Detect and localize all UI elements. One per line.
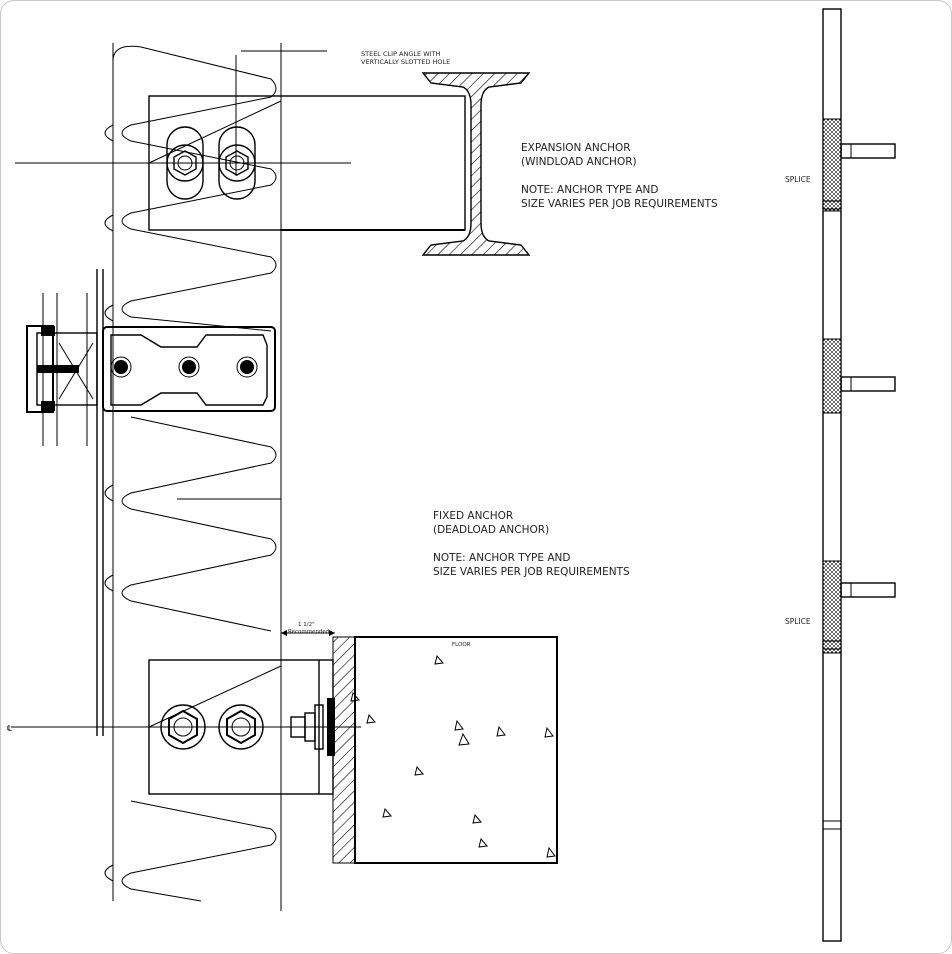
slotted-hole-right [218,126,256,200]
fixed-note-1: NOTE: ANCHOR TYPE AND [433,552,570,564]
upper-clip-angle [15,50,466,321]
concrete-floor-slab [332,636,558,864]
clip-angle-label-1: STEEL CLIP ANGLE WITH [361,50,441,58]
fixed-bolt-right [218,704,264,750]
fixed-anchor-label: FIXED ANCHOR [433,510,513,522]
clip-angle-label-2: VERTICALLY SLOTTED HOLE [361,58,450,66]
expansion-anchor-label: EXPANSION ANCHOR [521,142,631,154]
expansion-note-1: NOTE: ANCHOR TYPE AND [521,184,658,196]
splice-label-bottom: SPLICE [785,617,811,626]
floor-label: FLOOR [452,642,471,648]
mullion-elevation [822,8,896,942]
expansion-note-2: SIZE VARIES PER JOB REQUIREMENTS [521,198,718,210]
dimension-1-5in [281,630,335,636]
slotted-hole-left [166,126,204,200]
deadload-anchor-label: (DEADLOAD ANCHOR) [433,524,549,536]
fixed-note-2: SIZE VARIES PER JOB REQUIREMENTS [433,566,630,578]
i-beam [421,72,531,256]
centerline-symbol: ℄ [7,724,13,733]
windload-anchor-label: (WINDLOAD ANCHOR) [521,156,637,168]
dimension-note: Recommended [288,629,329,635]
insulation-panel [104,43,282,911]
dimension-value: 1 1/2" [298,622,315,628]
mullion-section [26,269,276,736]
anchor-nut [290,704,324,750]
lower-clip-angle [11,659,361,795]
splice-label-top: SPLICE [785,175,811,184]
fixed-bolt-left [160,704,206,750]
